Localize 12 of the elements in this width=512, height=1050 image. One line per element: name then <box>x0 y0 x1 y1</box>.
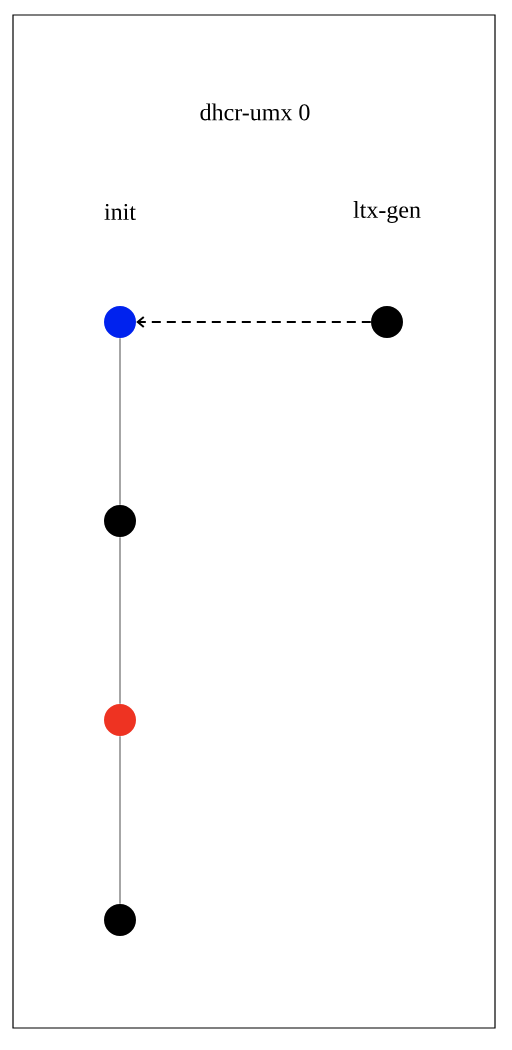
column-label: ltx-gen <box>353 201 421 223</box>
column-label: init <box>104 203 136 221</box>
branch-line <box>119 337 121 506</box>
commit-dot <box>104 505 136 537</box>
commit-dot <box>104 904 136 936</box>
commit-dot <box>104 306 136 338</box>
commit-dot <box>104 704 136 736</box>
branch-line <box>119 735 121 905</box>
branch-line <box>119 536 121 705</box>
dashed-arrow <box>136 316 372 328</box>
title: dhcr-umx 0 <box>200 103 310 121</box>
commit-dot <box>371 306 403 338</box>
